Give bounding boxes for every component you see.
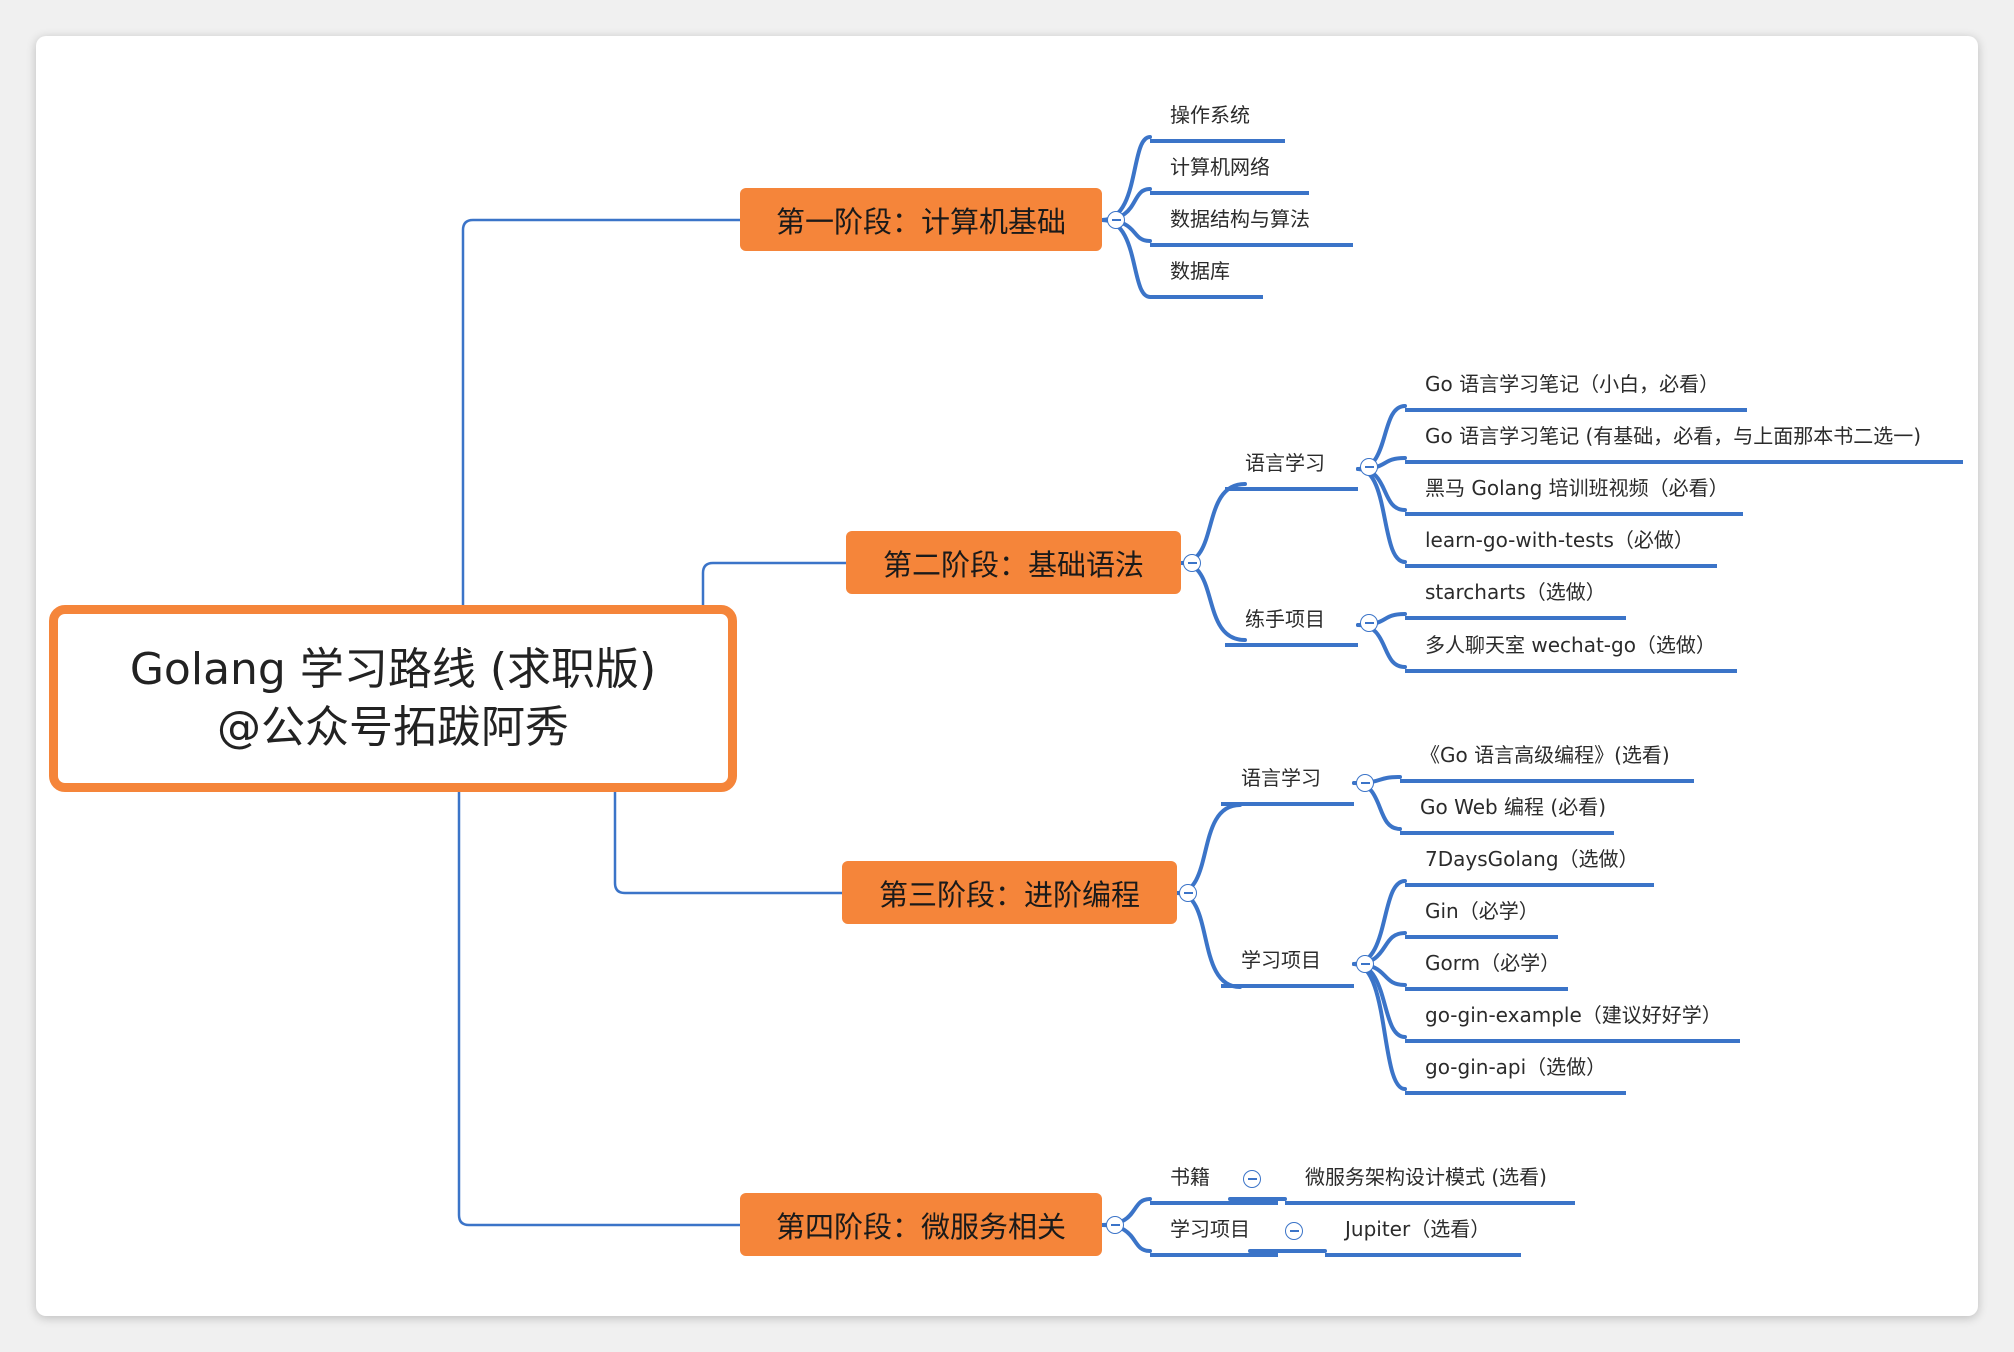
- stage2-group1-collapse-icon[interactable]: [1360, 458, 1378, 476]
- stage2-collapse-icon[interactable]: [1183, 554, 1201, 572]
- stage3-leaf[interactable]: go-gin-api（选做）: [1405, 1055, 1626, 1095]
- root-title-line2: @公众号拓跋阿秀: [217, 701, 569, 753]
- stage3-leaf[interactable]: 《Go 语言高级编程》(选看): [1400, 743, 1694, 783]
- stage2-leaf[interactable]: learn-go-with-tests（必做）: [1405, 528, 1717, 568]
- stage3-leaf[interactable]: Gorm（必学）: [1405, 951, 1568, 991]
- stage3-collapse-icon[interactable]: [1179, 884, 1197, 902]
- stage2-leaf[interactable]: Go 语言学习笔记 (有基础，必看，与上面那本书二选一): [1405, 424, 1963, 464]
- stage1-leaf[interactable]: 数据结构与算法: [1150, 207, 1353, 247]
- stage2-leaf[interactable]: 黑马 Golang 培训班视频（必看）: [1405, 476, 1743, 516]
- stage4-group-label[interactable]: 书籍: [1150, 1165, 1278, 1205]
- stage1-leaf[interactable]: 操作系统: [1150, 103, 1285, 143]
- stage4-leaf[interactable]: Jupiter（选看）: [1325, 1217, 1521, 1257]
- stage1-leaf[interactable]: 数据库: [1150, 259, 1263, 299]
- stage1-node[interactable]: 第一阶段：计算机基础: [740, 188, 1102, 251]
- stage3-group-label[interactable]: 语言学习: [1221, 766, 1354, 806]
- stage2-leaf[interactable]: Go 语言学习笔记（小白，必看）: [1405, 372, 1747, 412]
- stage1-collapse-icon[interactable]: [1107, 211, 1125, 229]
- root-title-line1: Golang 学习路线 (求职版): [129, 643, 657, 695]
- stage3-group2-collapse-icon[interactable]: [1356, 955, 1374, 973]
- stage2-leaf[interactable]: starcharts（选做）: [1405, 580, 1626, 620]
- stage3-leaf[interactable]: Go Web 编程 (必看): [1400, 795, 1614, 835]
- stage2-leaf[interactable]: 多人聊天室 wechat-go（选做）: [1405, 633, 1737, 673]
- stage4-group2-collapse-icon[interactable]: [1285, 1222, 1303, 1240]
- stage4-collapse-icon[interactable]: [1106, 1216, 1124, 1234]
- stage2-node[interactable]: 第二阶段：基础语法: [846, 531, 1181, 594]
- stage3-group-label[interactable]: 学习项目: [1221, 948, 1354, 988]
- stage2-group-label[interactable]: 练手项目: [1225, 607, 1358, 647]
- stage2-group2-collapse-icon[interactable]: [1360, 614, 1378, 632]
- stage4-node[interactable]: 第四阶段：微服务相关: [740, 1193, 1102, 1256]
- stage3-leaf[interactable]: 7DaysGolang（选做）: [1405, 847, 1654, 887]
- stage4-group1-collapse-icon[interactable]: [1243, 1170, 1261, 1188]
- stage2-group-label[interactable]: 语言学习: [1225, 451, 1358, 491]
- stage1-leaf[interactable]: 计算机网络: [1150, 155, 1309, 195]
- root-topic[interactable]: Golang 学习路线 (求职版) @公众号拓跋阿秀: [49, 605, 737, 792]
- stage3-leaf[interactable]: Gin（必学）: [1405, 899, 1558, 939]
- stage4-leaf[interactable]: 微服务架构设计模式 (选看): [1285, 1165, 1575, 1205]
- stage4-group-label[interactable]: 学习项目: [1150, 1217, 1278, 1257]
- stage3-node[interactable]: 第三阶段：进阶编程: [842, 861, 1177, 924]
- stage3-leaf[interactable]: go-gin-example（建议好好学）: [1405, 1003, 1740, 1043]
- stage3-group1-collapse-icon[interactable]: [1356, 774, 1374, 792]
